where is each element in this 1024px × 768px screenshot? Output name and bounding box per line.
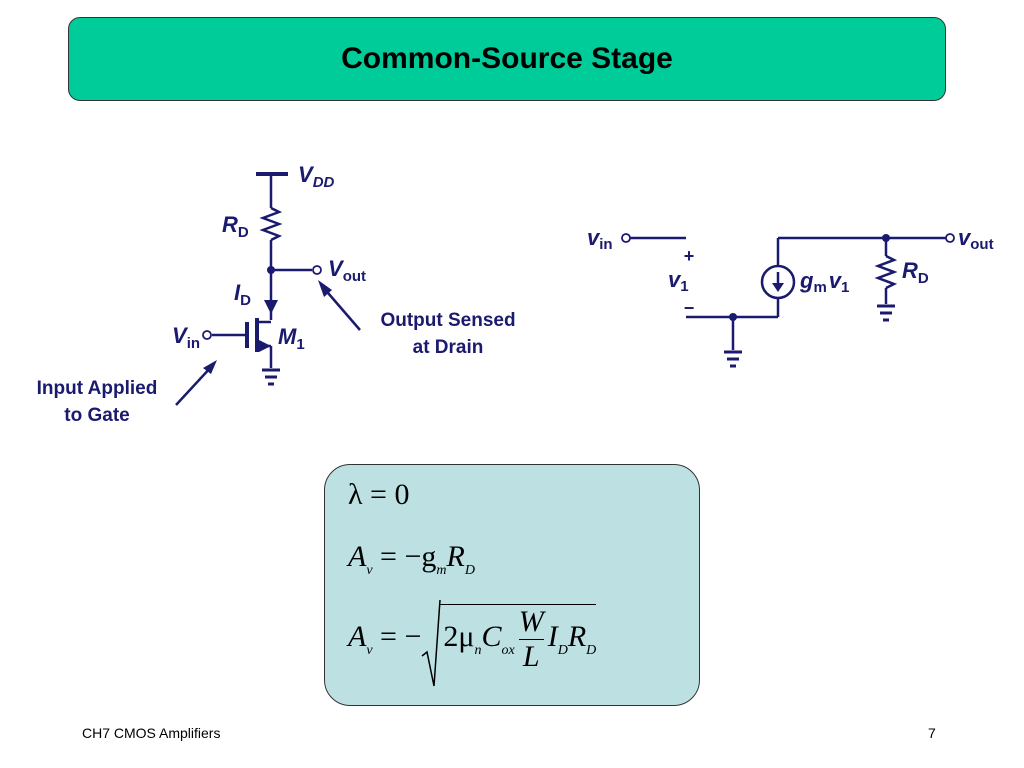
equation-panel (324, 464, 700, 706)
vin-terminal-left (202, 330, 212, 340)
input-pointer-line (175, 365, 213, 406)
eq2-r-sub: D (464, 563, 475, 578)
eq3-i: I (547, 620, 558, 653)
input-arrowhead-icon (203, 360, 217, 374)
title-banner: Common-Source Stage (68, 17, 946, 101)
vout-label-right: vout (958, 225, 994, 253)
vdd-label: VDD (298, 162, 335, 191)
plus-sign: + (684, 246, 695, 266)
output-pointer-line (321, 285, 361, 331)
eq3-r-sub: D (586, 643, 597, 658)
footer-course: CH7 CMOS Amplifiers (82, 725, 221, 741)
eq2-gm-sub: m (436, 563, 447, 578)
eq3-denominator: L (518, 639, 544, 674)
current-arrow-icon (772, 283, 784, 292)
input-note-line1: Input Applied (37, 378, 158, 399)
resistor-rd-right (874, 254, 898, 290)
vout-terminal-left (312, 265, 322, 275)
v1-label: v1 (668, 267, 689, 295)
input-note-line2: to Gate (64, 405, 129, 426)
footer-page-number: 7 (928, 725, 936, 741)
minus-sign: − (684, 298, 695, 318)
output-node-right (882, 234, 890, 242)
eq3-cox-sub: ox (501, 643, 515, 658)
drain-node-left (267, 266, 275, 274)
rd-label-right: RD (902, 258, 929, 287)
equation-lambda-text: λ = 0 (348, 478, 410, 511)
page-title: Common-Source Stage (341, 42, 673, 75)
eq3-numerator: W (518, 605, 544, 638)
rd-label-left: RD (222, 212, 249, 241)
id-label: ID (234, 280, 251, 309)
vin-terminal-right (621, 233, 631, 243)
sqrt-sign-icon (421, 599, 442, 687)
right-circuit (621, 233, 955, 368)
circuit-diagrams: VDD RD Vout ID Vin M1 Output Sensed at D… (37, 162, 994, 426)
resistor-rd-left (259, 206, 283, 242)
source-arrow-icon (259, 340, 271, 352)
vout-label-left: Vout (328, 256, 366, 285)
equation-lambda: λ = 0 (348, 478, 409, 512)
eq3-mu-sub: n (474, 643, 482, 658)
m1-label: M1 (278, 324, 305, 353)
vout-terminal-right (945, 233, 955, 243)
left-circuit (175, 172, 361, 406)
eq3-av-sub: v (366, 642, 373, 658)
eq3-two-mu: 2μ (443, 620, 475, 653)
eq2-r: R (446, 540, 465, 573)
vin-label-left: Vin (172, 323, 200, 352)
eq3-c: C (481, 620, 502, 653)
eq3-r: R (567, 620, 587, 653)
eq3-av: A (348, 619, 367, 653)
id-arrow-icon (264, 300, 278, 314)
eq2-equals-gm: = −g (372, 540, 437, 573)
gm-v1-label: gmv1 (799, 268, 849, 296)
output-arrowhead-icon (318, 280, 332, 297)
ground-node-right (729, 313, 737, 321)
eq2-av-sub: v (366, 563, 373, 578)
vin-label-right: vin (587, 225, 613, 253)
equation-gain-gm: Av = −gmRD (348, 540, 475, 579)
output-note-line1: Output Sensed (380, 310, 515, 331)
eq2-av: A (348, 540, 367, 573)
output-note-line2: at Drain (413, 337, 484, 358)
eq3-equals: = − (372, 619, 422, 653)
eq3-i-sub: D (557, 643, 568, 658)
